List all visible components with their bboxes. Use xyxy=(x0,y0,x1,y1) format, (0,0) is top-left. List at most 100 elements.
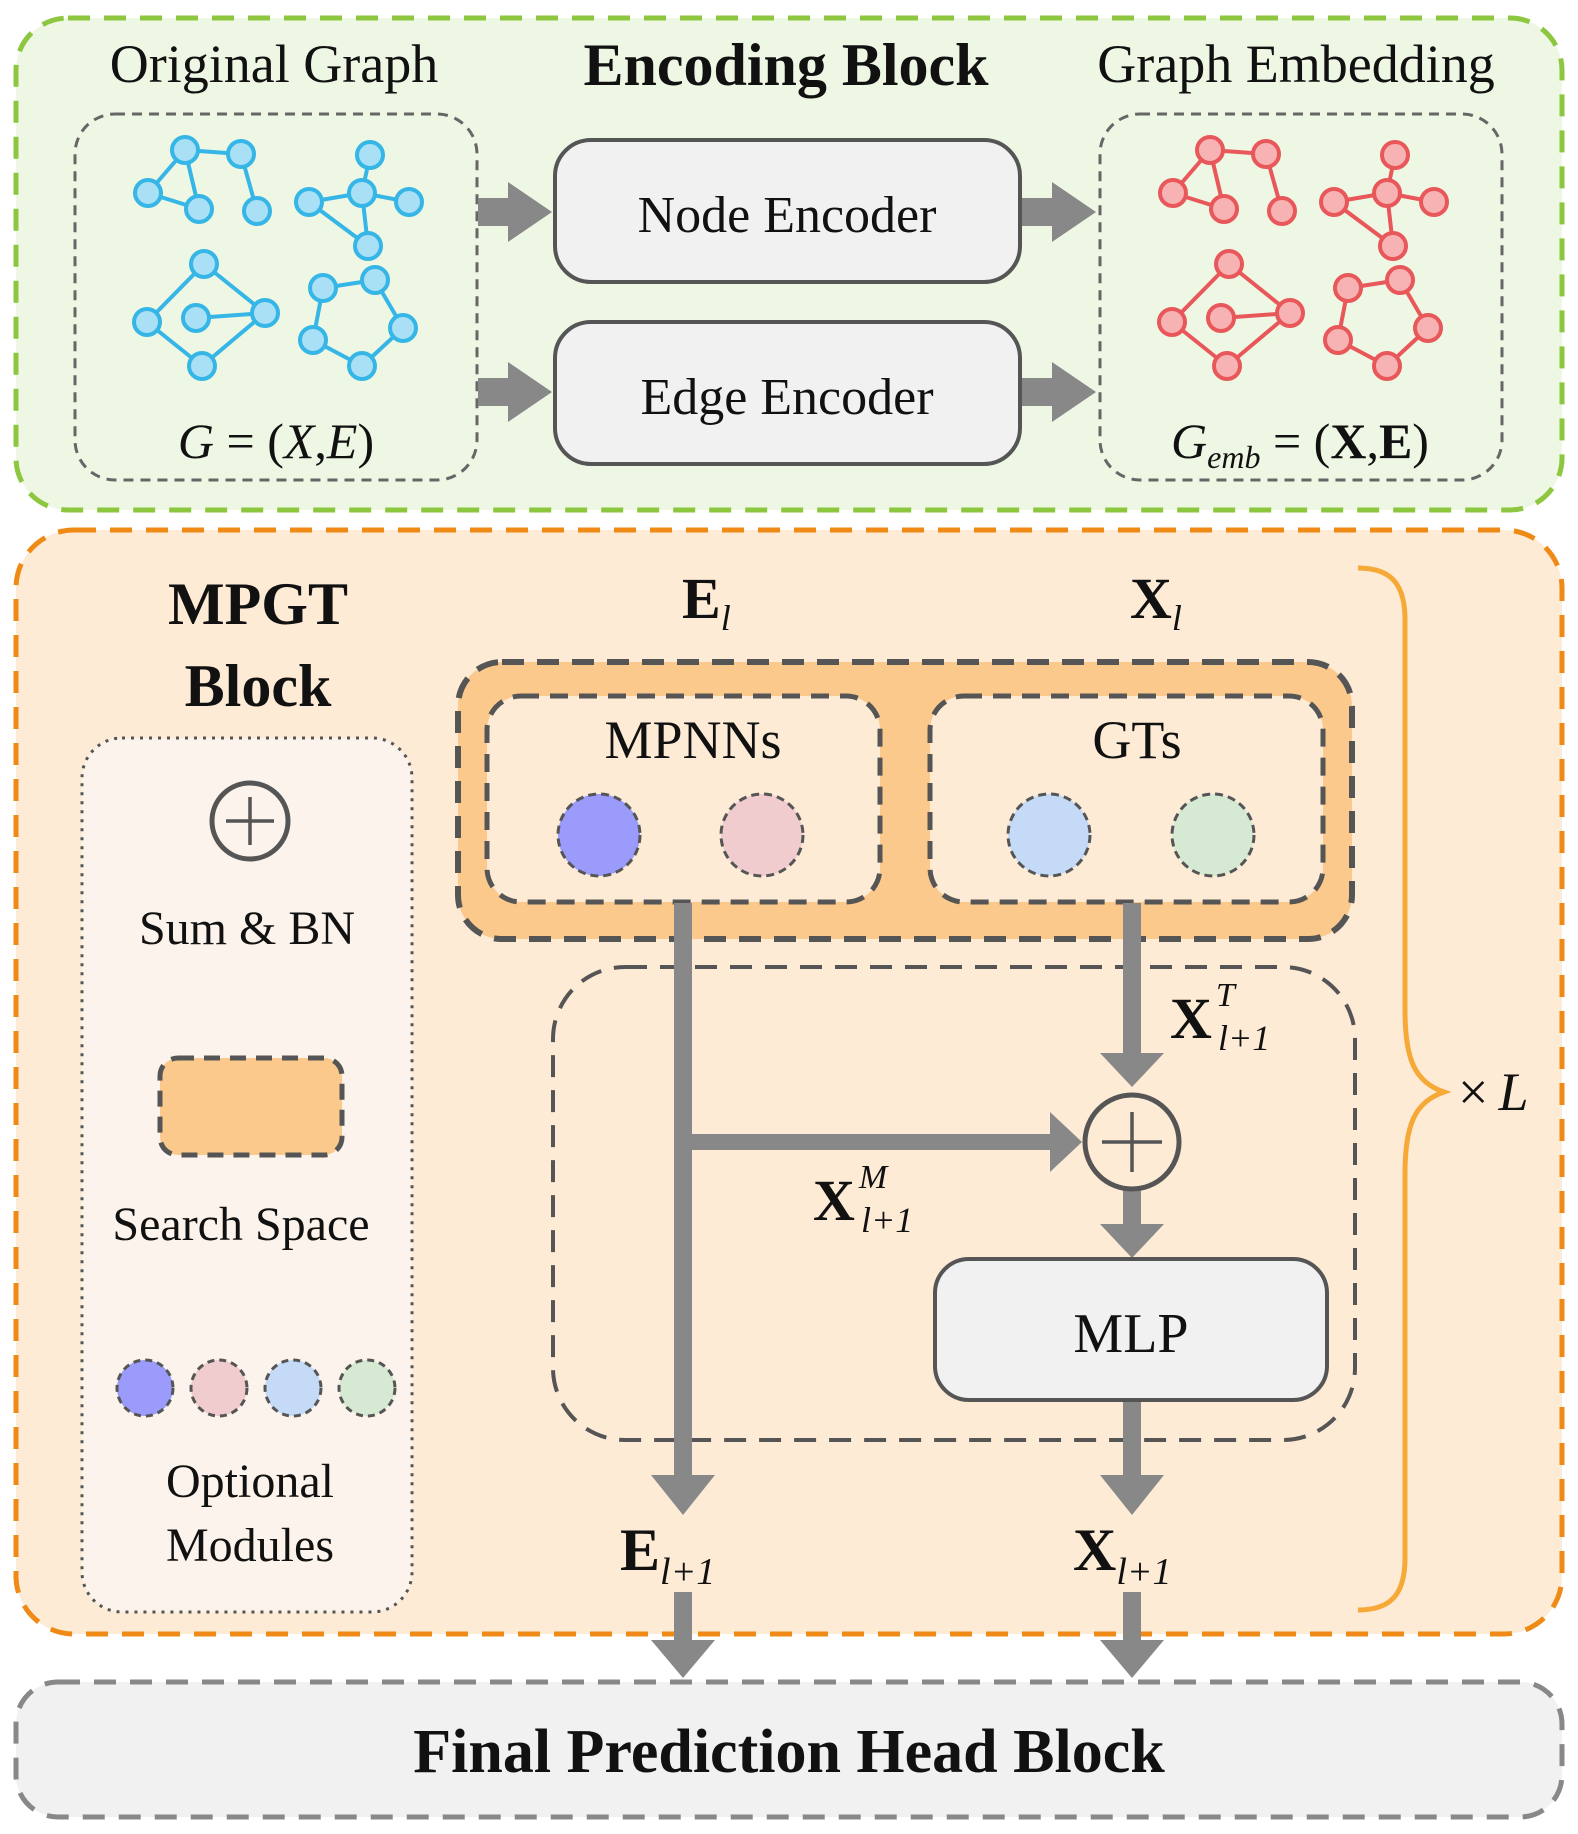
final-head-block: Final Prediction Head Block xyxy=(13,1679,1565,1820)
input-graph-node xyxy=(184,194,214,224)
input-graph-node xyxy=(181,303,211,333)
legend-module-pink xyxy=(189,1358,249,1418)
fusion-region xyxy=(551,965,1357,1442)
embedded-graph-node xyxy=(1372,178,1402,208)
input-graph-node xyxy=(226,139,256,169)
edge-encoder-label: Edge Encoder xyxy=(640,369,933,426)
gt-module-green xyxy=(1170,792,1256,878)
legend-sum-bn-label: Sum & BN xyxy=(139,902,355,955)
input-graph-node xyxy=(132,307,162,337)
legend-module-blue xyxy=(263,1358,323,1418)
gt-module-blue xyxy=(1006,792,1092,878)
input-graph-node xyxy=(394,187,424,217)
input-graph-node xyxy=(294,187,324,217)
mpnn-to-sum-arrowhead xyxy=(1050,1112,1082,1172)
legend-search-space-swatch xyxy=(157,1055,345,1158)
input-graph-node xyxy=(360,265,390,295)
graph-embedding-box xyxy=(1098,112,1504,482)
graph-embedding-label: Graph Embedding xyxy=(1097,34,1494,94)
input-graph-node xyxy=(242,196,272,226)
embedded-graphs xyxy=(1157,135,1449,381)
embedded-graph-node xyxy=(1275,298,1305,328)
embedded-graph-node xyxy=(1214,249,1244,279)
arrow-to-edge-encoder xyxy=(478,362,552,422)
input-graph-node xyxy=(170,135,200,165)
final-head-border xyxy=(13,1679,1565,1820)
legend-module-green xyxy=(337,1358,397,1418)
mlp-label: MLP xyxy=(1073,1303,1188,1365)
embedded-graph-node xyxy=(1378,231,1408,261)
input-graphs xyxy=(132,135,424,381)
sum-to-mlp-arrowhead xyxy=(1100,1224,1164,1258)
e-l-input-label: El xyxy=(682,566,731,638)
embedded-graph-node xyxy=(1212,351,1242,381)
edge-stream-arrowhead xyxy=(651,1475,715,1515)
encoder-arrows xyxy=(478,182,1096,422)
embedded-graph-node xyxy=(1419,187,1449,217)
embedded-graph-node xyxy=(1158,178,1188,208)
encoding-block: Original Graph Encoding Block Graph Embe… xyxy=(13,15,1565,513)
legend-optional-line1: Optional xyxy=(166,1455,334,1508)
original-graph-box xyxy=(73,112,479,482)
x-to-head-arrowhead xyxy=(1100,1640,1164,1678)
mpgt-title-line1: MPGT xyxy=(168,571,348,637)
input-graph-node xyxy=(189,249,219,279)
gt-to-sum-arrowhead xyxy=(1100,1053,1164,1087)
mpnns-label: MPNNs xyxy=(604,710,781,770)
embedded-graph-node xyxy=(1157,307,1187,337)
sum-to-mlp-line xyxy=(1123,1190,1141,1226)
edge-encoder-box xyxy=(553,320,1022,466)
legend-optional-line2: Modules xyxy=(166,1519,334,1572)
e-l1-output-label: El+1 xyxy=(620,1517,715,1593)
edge-stream-line xyxy=(674,903,692,1475)
input-graph-node xyxy=(355,140,385,170)
repeat-label: ×L xyxy=(1458,1062,1529,1122)
legend-search-space-label: Search Space xyxy=(112,1198,369,1251)
original-graph-label: Original Graph xyxy=(110,34,438,94)
final-head-title: Final Prediction Head Block xyxy=(413,1718,1165,1786)
embedded-graph-node xyxy=(1380,140,1410,170)
arrow-from-node-encoder xyxy=(1022,182,1096,242)
input-graph-formula: G = (X,E) xyxy=(178,413,374,469)
output-graph-formula: Gemb = (X,E) xyxy=(1171,413,1429,475)
embedded-graph-node xyxy=(1209,194,1239,224)
input-graph-node xyxy=(347,178,377,208)
input-graph-node xyxy=(308,273,338,303)
input-graph-node xyxy=(347,351,377,381)
legend-sum-bn-symbol xyxy=(209,780,291,862)
input-graph-node xyxy=(298,325,328,355)
input-graph-node xyxy=(388,313,418,343)
embedded-graph-node xyxy=(1267,196,1297,226)
mpgt-title-line2: Block xyxy=(185,653,332,719)
embedded-graph-node xyxy=(1372,351,1402,381)
mlp-out-arrowhead xyxy=(1100,1475,1164,1515)
mlp-box xyxy=(933,1257,1329,1402)
input-graph-node xyxy=(353,231,383,261)
input-graph-node xyxy=(250,298,280,328)
gt-to-sum-line xyxy=(1123,903,1141,1053)
mpnn-module-pink xyxy=(719,792,805,878)
input-graph-node xyxy=(187,351,217,381)
flow-arrows xyxy=(651,903,1164,1678)
mlp-out-line xyxy=(1123,1401,1141,1475)
x-l-input-label: Xl xyxy=(1130,566,1182,638)
embedded-graph-node xyxy=(1413,313,1443,343)
mpnn-module-purple xyxy=(556,792,642,878)
embedded-graph-node xyxy=(1195,135,1225,165)
x-l1-output-label: Xl+1 xyxy=(1073,1517,1172,1593)
input-graph-node xyxy=(133,178,163,208)
x-to-head-line xyxy=(1123,1592,1141,1640)
embedded-graph-node xyxy=(1385,265,1415,295)
repeat-brace xyxy=(1357,565,1452,1613)
embedded-graph-node xyxy=(1333,273,1363,303)
mpnn-to-sum-line xyxy=(683,1134,1053,1150)
legend-module-purple xyxy=(115,1358,175,1418)
mpgt-block: MPGT Block Sum & BN Search Space Optiona… xyxy=(13,527,1565,1678)
embedded-graph-node xyxy=(1323,325,1353,355)
node-encoder-label: Node Encoder xyxy=(638,187,937,244)
node-encoder-box xyxy=(553,138,1022,284)
embedded-graph-node xyxy=(1251,139,1281,169)
